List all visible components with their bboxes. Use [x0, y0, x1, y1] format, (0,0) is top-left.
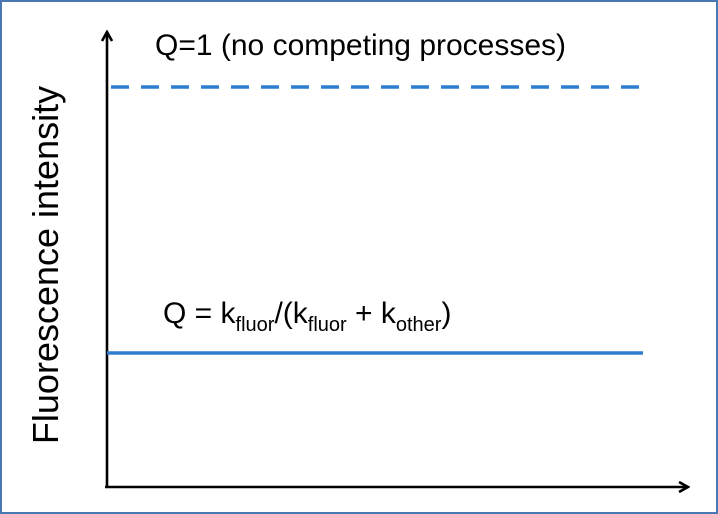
quantum-yield-suffix: ): [441, 297, 451, 330]
y-axis-label: Fluorescence intensity: [25, 86, 66, 444]
quantum-yield-prefix: Q = k: [163, 297, 237, 330]
quantum-yield-label: Q = kfluor/(kfluor + kother): [163, 297, 451, 336]
subscript-other: other: [396, 314, 442, 336]
subscript-fluor-2: fluor: [308, 314, 347, 336]
max-yield-label: Q=1 (no competing processes): [155, 29, 566, 62]
quantum-yield-mid-1: /(k: [274, 297, 308, 330]
quantum-yield-mid-2: + k: [347, 297, 397, 330]
subscript-fluor-1: fluor: [236, 314, 275, 336]
